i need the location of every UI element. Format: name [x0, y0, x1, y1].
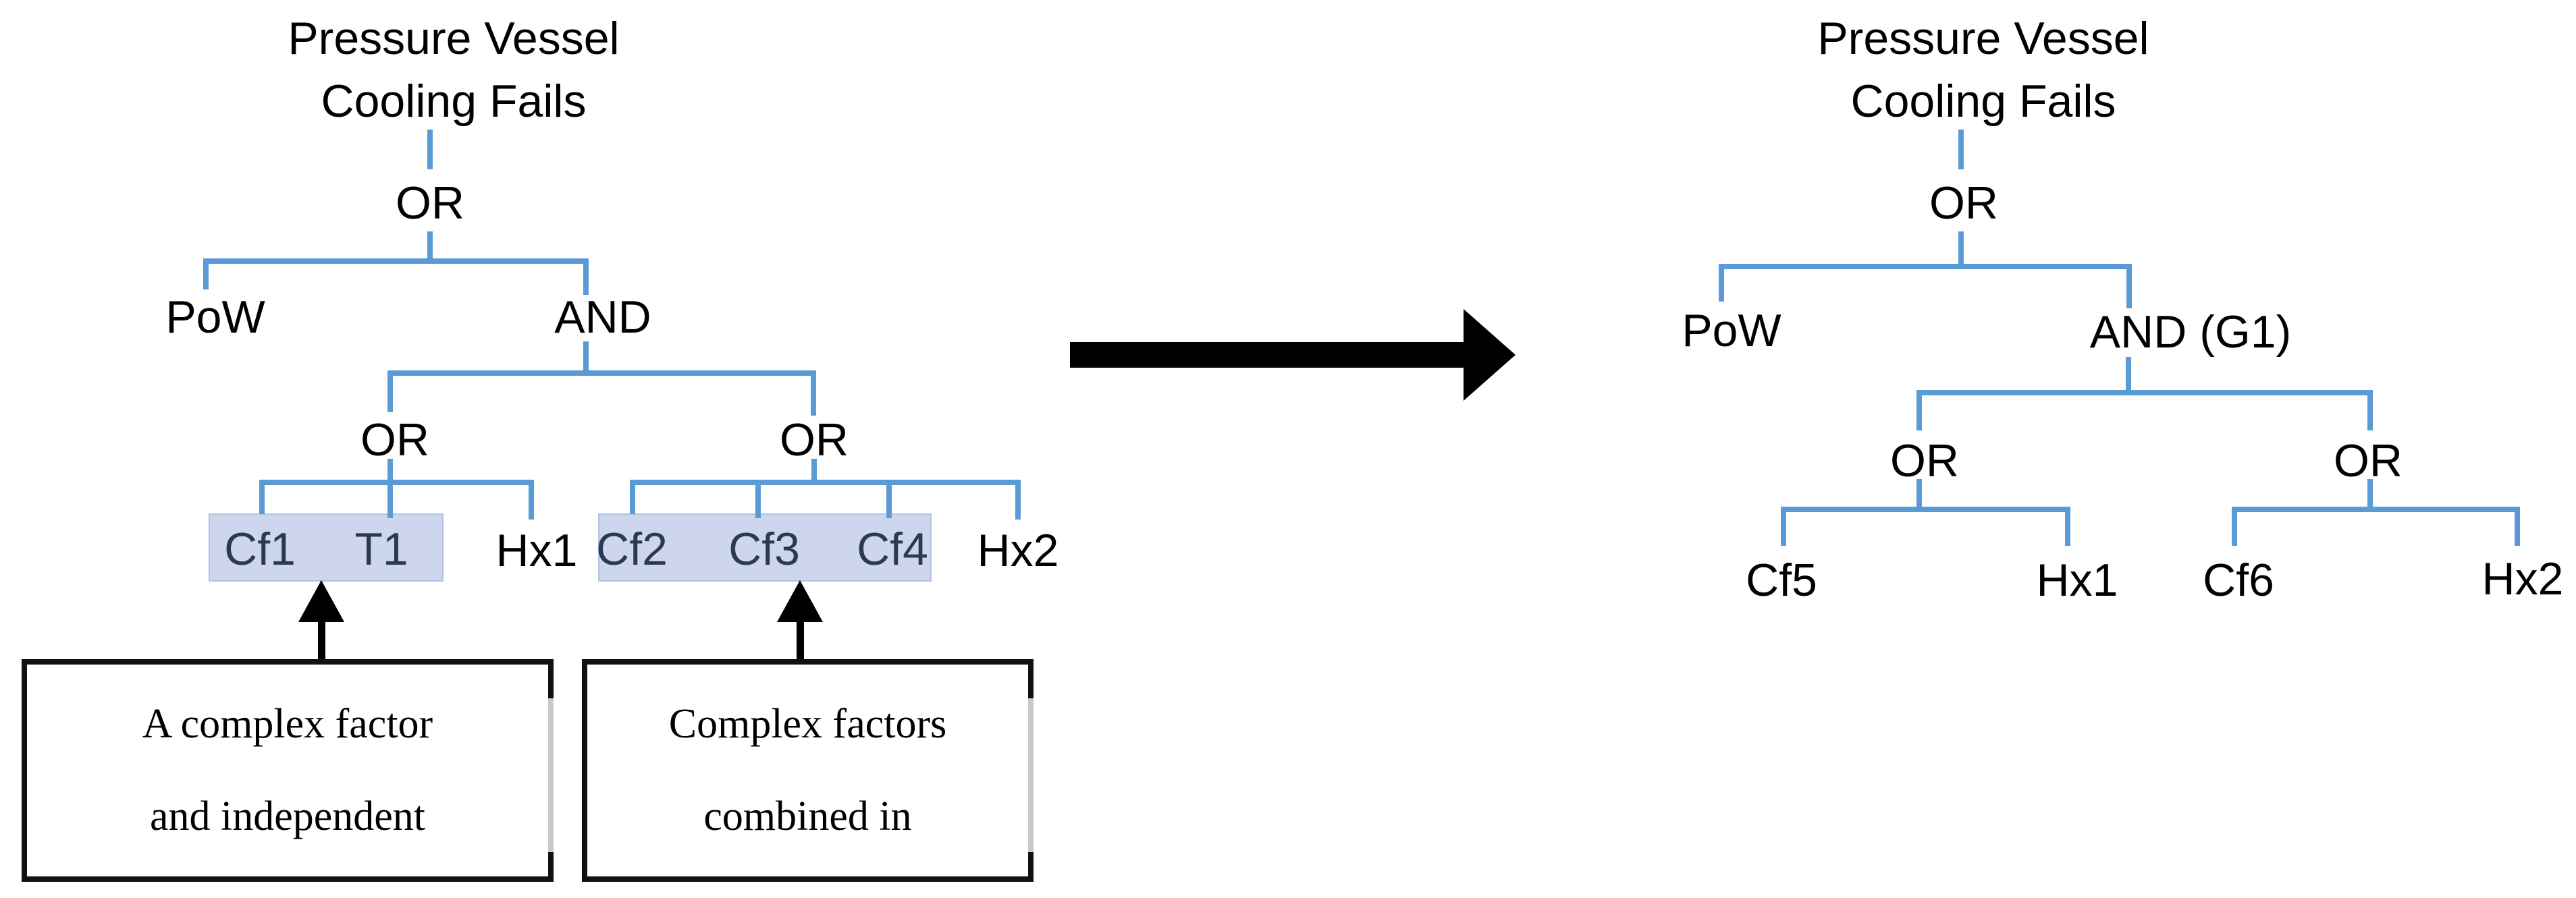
callout-arrow-1-head-icon	[298, 580, 344, 622]
callout-2-line2: combined in	[703, 793, 912, 839]
left-and-branch-line	[387, 341, 816, 416]
left-or1-branch-line	[259, 459, 534, 520]
leaf-hx1-left: Hx1	[495, 525, 578, 576]
left-and-gate: AND	[554, 291, 651, 343]
transform-arrow-shaft	[1070, 342, 1465, 368]
leaf-cf2: Cf2	[596, 524, 668, 575]
left-or2-branch-line	[630, 459, 1021, 520]
callout-box-1: A complex factor and independent	[22, 659, 554, 882]
callout-arrow-1-shaft	[318, 619, 325, 661]
callout-box-2: Complex factors combined in	[582, 659, 1034, 882]
right-root-branch-line	[1719, 130, 2132, 308]
leaf-hx2-left: Hx2	[977, 525, 1059, 576]
left-or-gate-1: OR	[360, 414, 429, 466]
right-and-branch-line	[1916, 357, 2373, 430]
callout-arrows	[298, 580, 823, 661]
callout-1-line2: and independent	[149, 793, 426, 839]
leaf-hx2-right: Hx2	[2481, 553, 2564, 605]
right-or-root-gate: OR	[1929, 177, 1998, 229]
callout-1-line1: A complex factor	[142, 701, 433, 747]
leaf-cf5: Cf5	[1746, 555, 1817, 606]
callout-2-border-artifact	[1028, 698, 1034, 852]
callout-arrow-2-head-icon	[777, 580, 823, 622]
left-or-gate-2: OR	[780, 414, 849, 466]
right-event-pow: PoW	[1682, 305, 1781, 356]
right-or-gate-2: OR	[2334, 435, 2403, 486]
right-or1-branch-line	[1781, 479, 2070, 546]
transform-arrow-head	[1464, 309, 1515, 401]
leaf-t1: T1	[354, 524, 408, 575]
left-event-pow: PoW	[165, 291, 265, 343]
callout-2-line1: Complex factors	[668, 701, 947, 747]
right-tree-title-line2: Cooling Fails	[1850, 76, 2116, 127]
right-and-g1-gate: AND (G1)	[2089, 306, 2292, 358]
right-tree-title-line1: Pressure Vessel	[1817, 13, 2149, 64]
right-or-gate-1: OR	[1890, 435, 1959, 486]
leaf-cf1: Cf1	[224, 524, 296, 575]
leaf-cf4: Cf4	[857, 524, 928, 575]
leaf-hx1-right: Hx1	[2036, 555, 2118, 606]
left-or-root-gate: OR	[396, 177, 464, 229]
leaf-cf6: Cf6	[2203, 555, 2274, 606]
left-tree-title-line2: Cooling Fails	[321, 76, 587, 127]
left-tree-title-line1: Pressure Vessel	[288, 13, 620, 64]
right-or2-branch-line	[2232, 479, 2520, 546]
leaf-cf3: Cf3	[728, 524, 800, 575]
callout-arrow-2-shaft	[797, 619, 804, 661]
transform-arrow-icon	[1070, 309, 1515, 401]
callout-1-border-artifact	[548, 698, 554, 852]
highlight-group-cf2-cf3-cf4	[598, 513, 932, 582]
